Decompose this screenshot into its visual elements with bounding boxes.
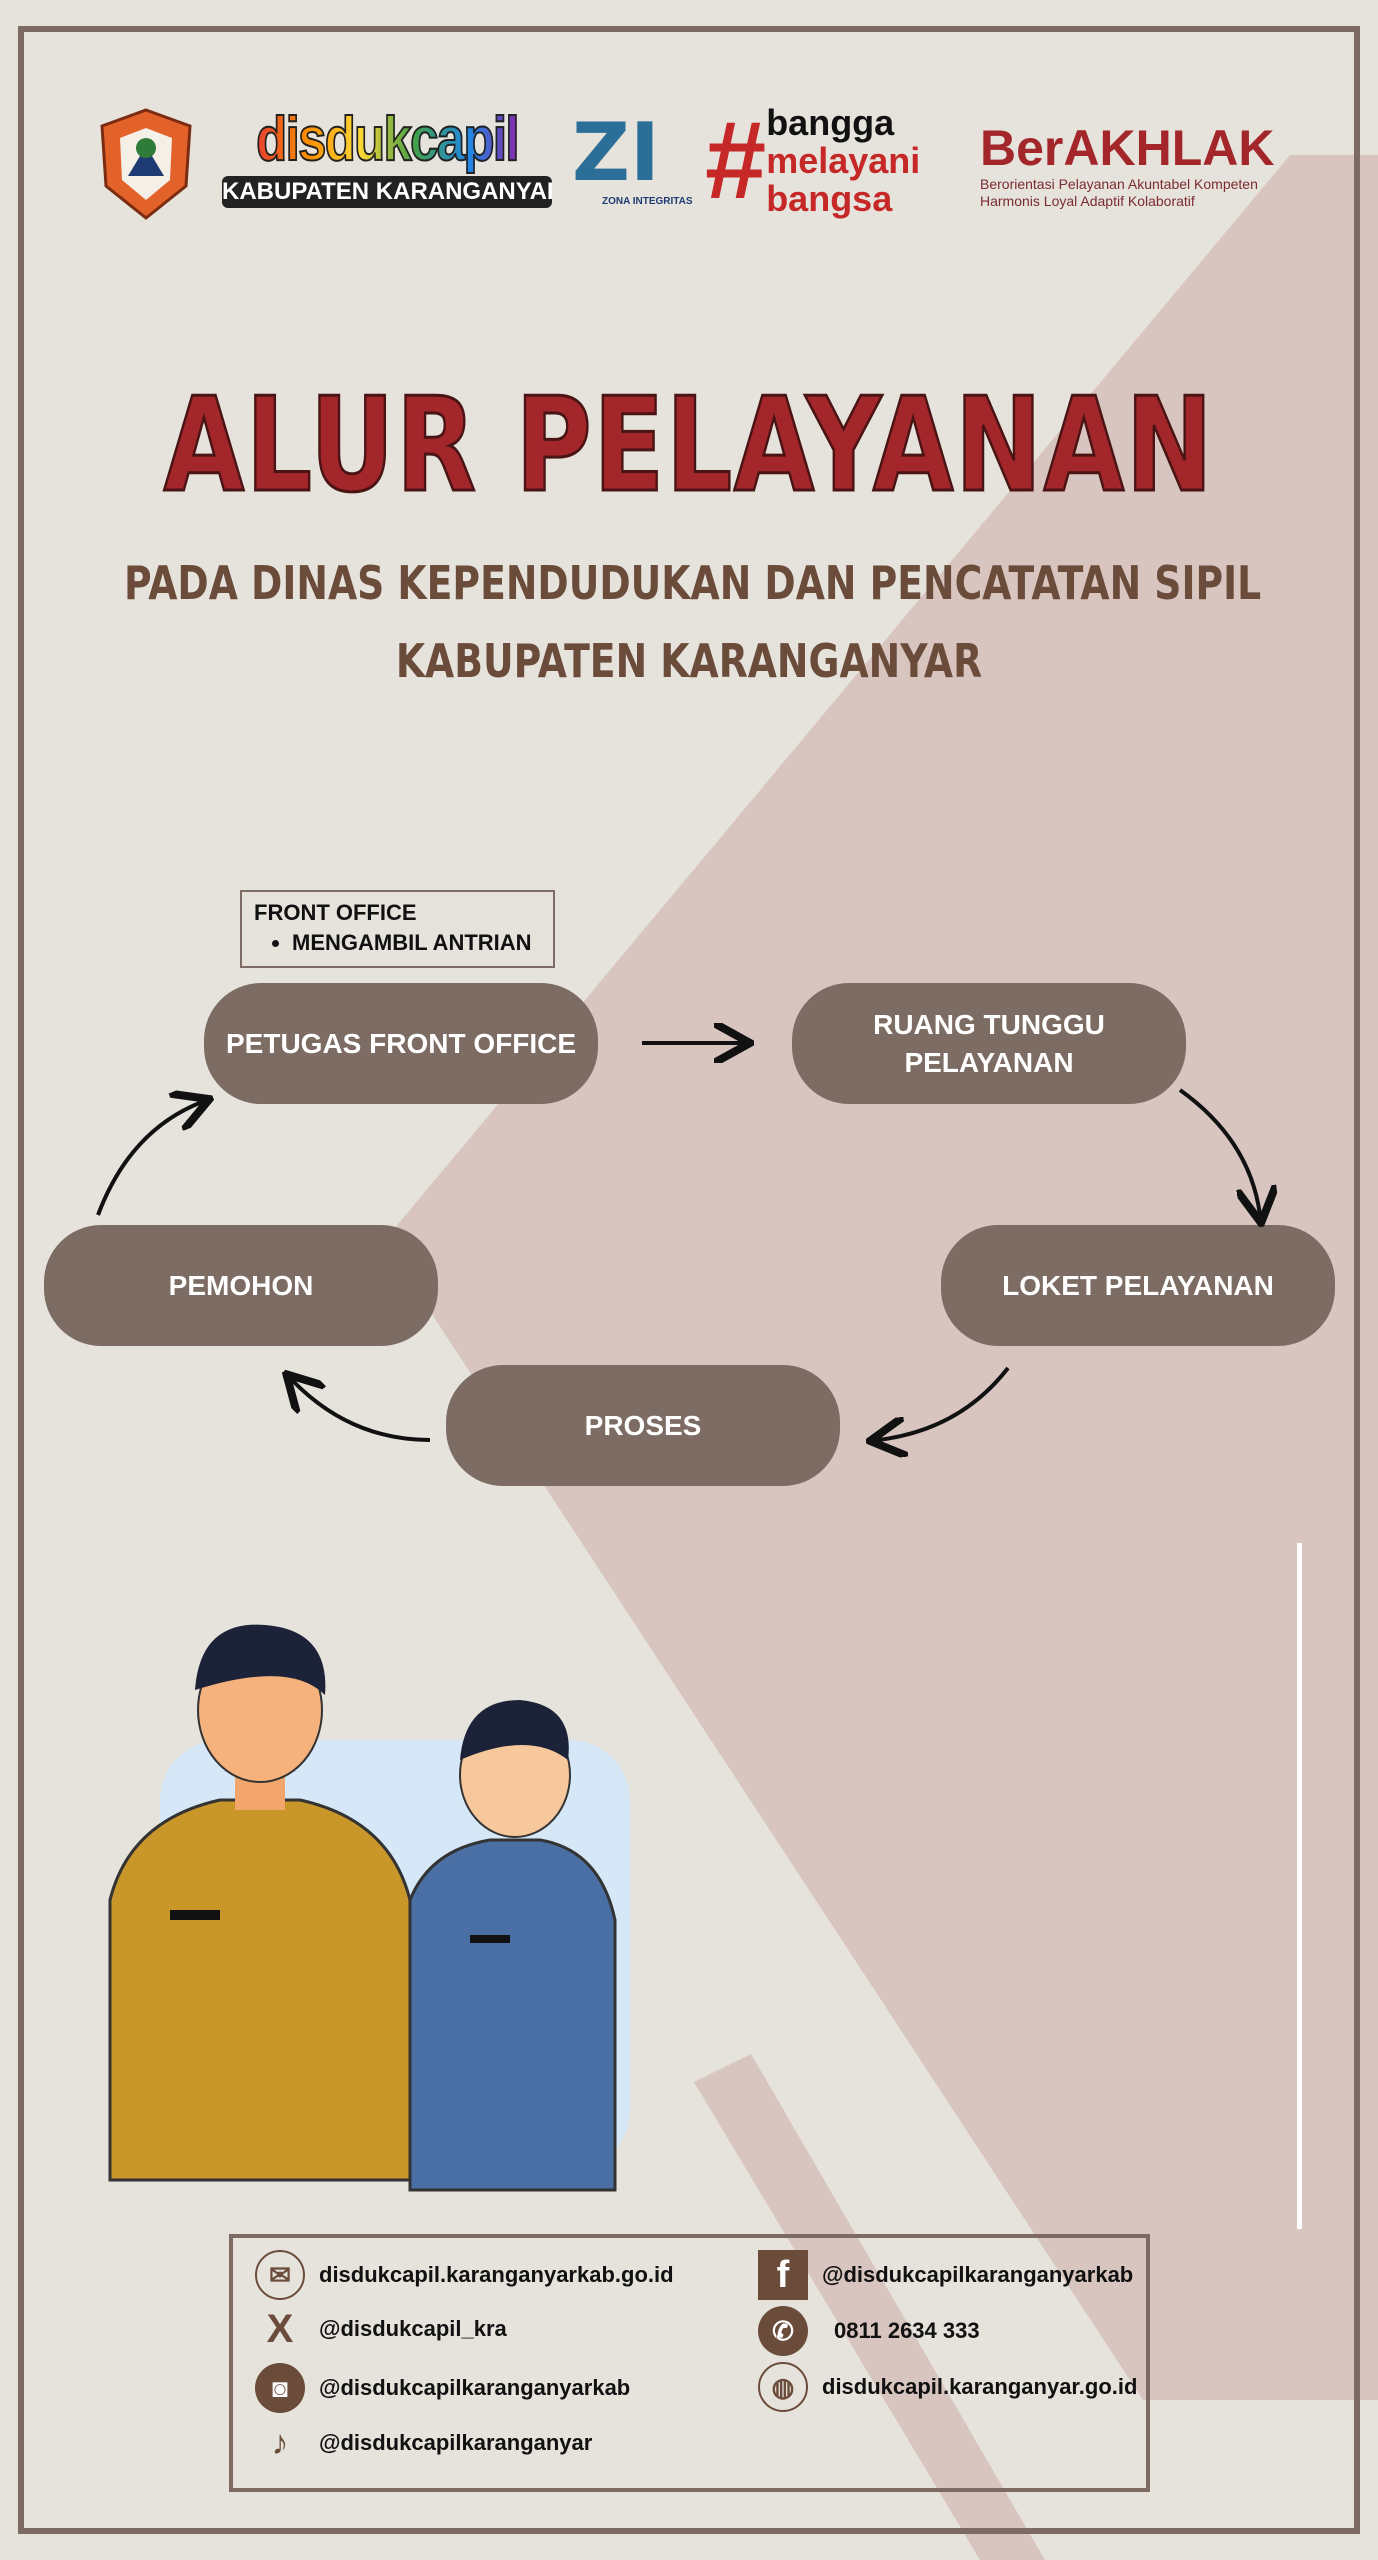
berakhlak-sub-1: Berorientasi Pelayanan Akuntabel Kompete… (980, 176, 1258, 192)
diagonal-shape (384, 155, 1378, 2400)
zi-logo-text: ZI (572, 106, 660, 199)
flow-arrows (96, 0, 1378, 1600)
arrow-pemohon-petugas (96, 1102, 202, 1216)
female-staff (408, 1700, 617, 2192)
disdukcapil-logo: disdukcapil KABUPATEN KARANGANYAR (222, 104, 552, 208)
whatsapp-icon: ✆ (758, 2306, 808, 2356)
disdukcapil-logo-sub: KABUPATEN KARANGANYAR (222, 176, 552, 208)
arrow-proses-pemohon (292, 1380, 431, 1442)
tiktok-icon: ♪ (271, 2423, 289, 2462)
step-ruang-tunggu: RUANG TUNGGU PELAYANAN (792, 983, 1186, 1104)
step-petugas-front-office: PETUGAS FRONT OFFICE (204, 983, 598, 1104)
subtitle-line-2: KABUPATEN KARANGANYAR (395, 634, 983, 688)
instagram-icon: ◙ (255, 2363, 305, 2413)
subtitle-line-1: PADA DINAS KEPENDUDUKAN DAN PENCATATAN S… (124, 556, 1262, 610)
step-proses: PROSES (446, 1365, 840, 1486)
staff-illustration (108, 1624, 630, 2192)
note-title: FRONT OFFICE (254, 900, 417, 925)
contact-whatsapp[interactable]: ✆ 0811 2634 333 (758, 2306, 980, 2356)
x-icon: X (266, 2306, 294, 2351)
zi-logo-sub: ZONA INTEGRITAS (602, 196, 693, 207)
whatsapp-text: 0811 2634 333 (834, 2318, 980, 2343)
berakhlak-logo-text: BerAKHLAK (980, 120, 1275, 176)
contact-footer: ✉ disdukcapil.karanganyarkab.go.id X @di… (229, 2234, 1150, 2492)
bangga-melayani-logo: # bangga melayani bangsa (705, 104, 920, 218)
contact-website[interactable]: ◍ disdukcapil.karanganyar.go.id (758, 2362, 1137, 2412)
berakhlak-sub-2: Harmonis Loyal Adaptif Kolaboratif (980, 193, 1195, 209)
bangga-line-3: bangsa (766, 178, 893, 219)
contact-x[interactable]: X @disdukcapil_kra (255, 2304, 507, 2354)
male-staff (108, 1624, 422, 2182)
website-text: disdukcapil.karanganyar.go.id (822, 2374, 1138, 2399)
note-item: MENGAMBIL ANTRIAN (292, 928, 541, 958)
instagram-text: @disdukcapilkaranganyarkab (319, 2375, 631, 2400)
front-office-note: FRONT OFFICE MENGAMBIL ANTRIAN (240, 890, 555, 968)
mail-icon: ✉ (255, 2250, 305, 2300)
contact-facebook[interactable]: f @disdukcapilkaranganyarkab (758, 2250, 1133, 2300)
contact-email[interactable]: ✉ disdukcapil.karanganyarkab.go.id (255, 2250, 674, 2300)
page-frame (18, 26, 1360, 2534)
arrow-ruang-loket (1178, 1088, 1260, 1215)
diagonal-band (694, 2054, 1045, 2560)
berakhlak-logo: BerAKHLAK Berorientasi Pelayanan Akuntab… (980, 120, 1274, 210)
hashtag-icon: # (705, 99, 767, 222)
decorative-line (1297, 1543, 1302, 2229)
contact-tiktok[interactable]: ♪ @disdukcapilkaranganyar (255, 2418, 593, 2468)
page-title: ALUR PELAYANAN (162, 369, 1215, 522)
step-loket-pelayanan: LOKET PELAYANAN (941, 1225, 1335, 1346)
bangga-line-2: melayani (766, 140, 921, 181)
x-text: @disdukcapil_kra (319, 2316, 507, 2341)
bangga-line-1: bangga (766, 102, 895, 143)
tiktok-text: @disdukcapilkaranganyar (319, 2430, 593, 2455)
facebook-text: @disdukcapilkaranganyarkab (822, 2262, 1134, 2287)
karanganyar-emblem (96, 106, 196, 222)
disdukcapil-logo-text: disdukcapil (252, 104, 523, 176)
facebook-icon: f (758, 2250, 808, 2300)
globe-icon: ◍ (758, 2362, 808, 2412)
arrow-loket-proses (878, 1366, 1010, 1440)
email-text: disdukcapil.karanganyarkab.go.id (319, 2262, 674, 2287)
step-pemohon: PEMOHON (44, 1225, 438, 1346)
contact-instagram[interactable]: ◙ @disdukcapilkaranganyarkab (255, 2363, 630, 2413)
zona-integritas-logo: ZI ZONA INTEGRITAS (572, 106, 697, 208)
